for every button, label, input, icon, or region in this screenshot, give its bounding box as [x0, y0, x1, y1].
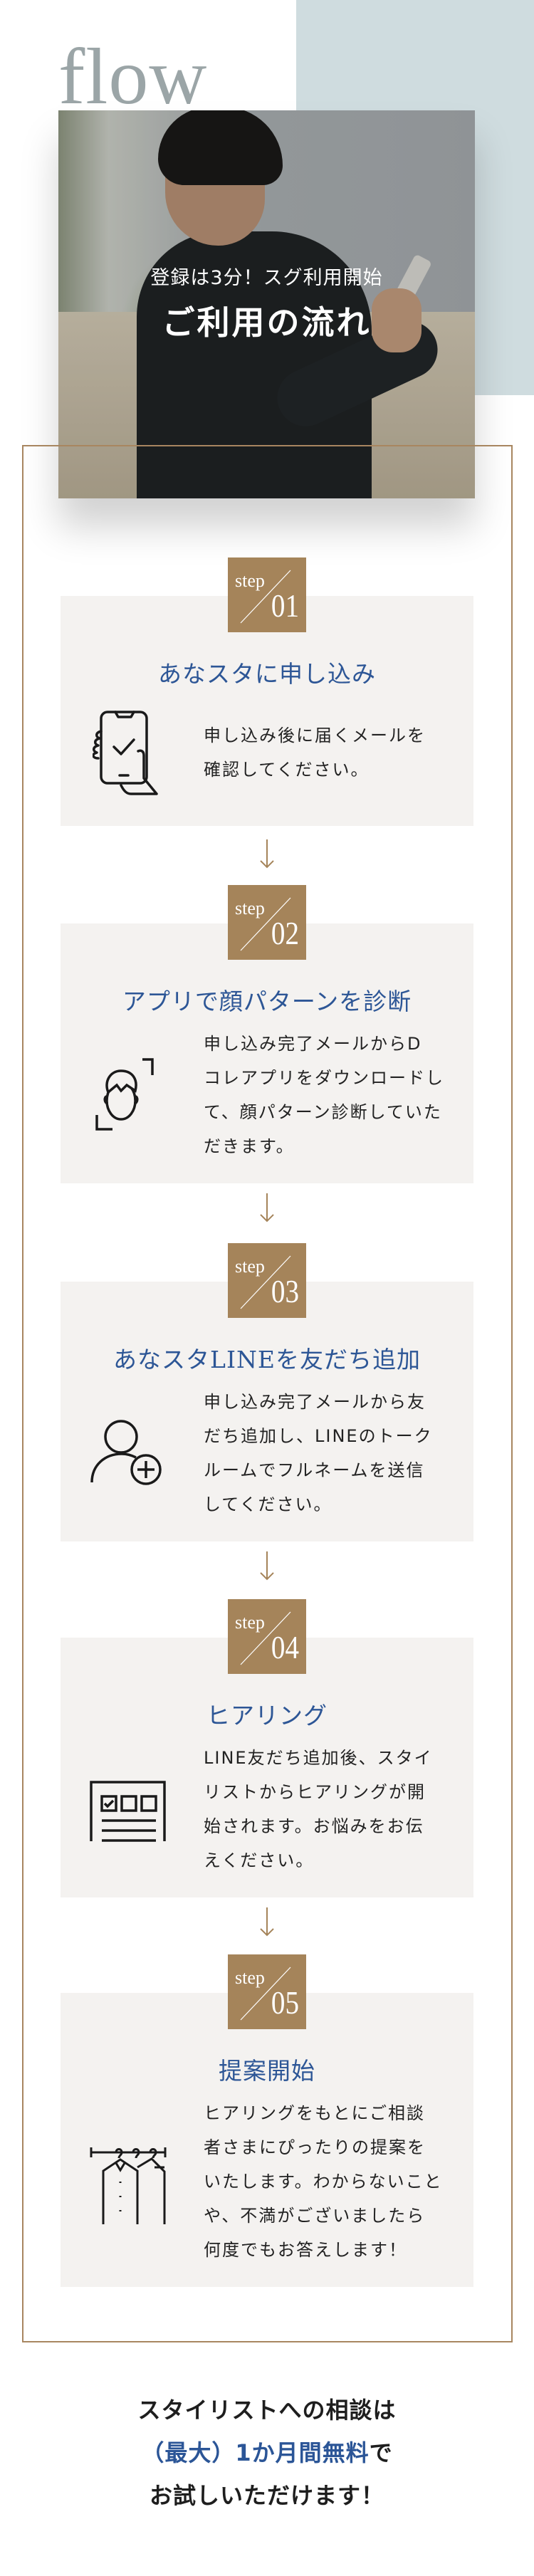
- step-card-03: あなスタLINEを友だち追加 申し込み完了メールから友だち追加し、LINEのトー…: [61, 1282, 473, 1541]
- step-description: 申し込み後に届くメールを確認してください。: [204, 718, 426, 787]
- description-line: リストからヒアリングが開: [204, 1782, 426, 1802]
- step-card-02: アプリで顔パターンを診断 申し込み完了メールからD コレアプリをダウンロードして、…: [61, 923, 473, 1183]
- step-label: step: [235, 1967, 265, 1988]
- divider-slash-icon: [240, 1255, 291, 1309]
- smartphone-check-icon: [89, 710, 167, 795]
- step-title: あなスタLINEを友だち追加: [113, 1346, 421, 1373]
- step-body: 申し込み後に届くメールを確認してください。: [61, 699, 473, 806]
- step-title: あなスタに申し込み: [158, 660, 376, 688]
- step-body: ヒアリングをもとにご相談者さまにぴったりの提案をいたします。わからないことや、不…: [61, 2096, 473, 2267]
- description-line: ルームでフルネームを送信: [204, 1460, 425, 1480]
- cta-line-2-rest: で: [369, 2439, 393, 2466]
- flow-frame: [22, 445, 513, 2342]
- step-title: ヒアリング: [206, 1702, 328, 1729]
- step-badge: step 04: [228, 1599, 306, 1674]
- description-line: コレアプリをダウンロードし: [204, 1068, 444, 1088]
- description-line: 申し込み完了メールからD: [204, 1034, 422, 1054]
- arrow-down-icon: [258, 1551, 276, 1581]
- description-line: 申し込み完了メールから友: [204, 1392, 426, 1412]
- step-title: 提案開始: [219, 2057, 315, 2085]
- arrow-down-icon: [258, 1907, 276, 1937]
- step-number: 04: [271, 1629, 299, 1665]
- step-description: ヒアリングをもとにご相談者さまにぴったりの提案をいたします。わからないことや、不…: [204, 2096, 443, 2267]
- description-line: 申し込み後に届くメールを: [204, 726, 426, 745]
- step-number: 05: [271, 1984, 299, 2021]
- divider-slash-icon: [240, 897, 291, 951]
- description-line: だきます。: [204, 1136, 295, 1156]
- step-card-04: ヒアリング LINE友だち追加後、スタイリストからヒアリングが開始されます。お悩…: [61, 1638, 473, 1897]
- step-body: LINE友だち追加後、スタイリストからヒアリングが開始されます。お悩みをお伝えく…: [61, 1741, 473, 1878]
- step-badge: step 02: [228, 885, 306, 960]
- description-line: LINE友だち追加後、スタイ: [204, 1748, 433, 1768]
- step-label: step: [235, 898, 265, 918]
- description-line: 何度でもお答えします！: [204, 2240, 407, 2260]
- step-body: 申し込み完了メールからD コレアプリをダウンロードして、顔パターン診断していただき…: [61, 1027, 473, 1163]
- arrow-down-icon: [258, 1193, 276, 1222]
- cta-free-trial-highlight: （最大）1か月間無料: [141, 2439, 370, 2466]
- step-number: 02: [271, 915, 299, 951]
- description-line: だち追加し、LINEのトーク: [204, 1426, 433, 1446]
- user-add-icon: [89, 1414, 167, 1492]
- face-scan-icon: [89, 1052, 167, 1138]
- questionnaire-form-icon: [89, 1774, 167, 1845]
- section-label: flow: [58, 33, 208, 121]
- description-line: してください。: [204, 1494, 333, 1514]
- step-badge: step 03: [228, 1243, 306, 1318]
- cta-line-3: お試しいただけます！: [149, 2482, 384, 2509]
- hero-image: 登録は3分！スグ利用開始 ご利用の流れ: [58, 110, 475, 498]
- step-description: LINE友だち追加後、スタイリストからヒアリングが開始されます。お悩みをお伝えく…: [204, 1741, 433, 1878]
- step-description: 申し込み完了メールから友だち追加し、LINEのトークルームでフルネームを送信して…: [204, 1385, 433, 1522]
- step-number: 03: [271, 1273, 299, 1309]
- description-line: て、顔パターン診断していた: [204, 1102, 442, 1122]
- step-title: アプリで顔パターンを診断: [122, 988, 412, 1015]
- divider-slash-icon: [240, 1967, 291, 2021]
- cta-message: スタイリストへの相談は （最大）1か月間無料で お試しいただけます！: [0, 2389, 534, 2517]
- step-body: 申し込み完了メールから友だち追加し、LINEのトークルームでフルネームを送信して…: [61, 1385, 473, 1522]
- step-card-01: あなスタに申し込み 申し込み後に届くメールを確認してください。: [61, 596, 473, 826]
- description-line: や、不満がございましたら: [204, 2206, 426, 2226]
- clothes-rack-icon: [89, 2139, 167, 2224]
- step-label: step: [235, 1612, 265, 1633]
- hero-subtitle: 登録は3分！スグ利用開始: [150, 267, 383, 289]
- step-badge: step 05: [228, 1954, 306, 2029]
- cta-line-1: スタイリストへの相談は: [137, 2397, 397, 2424]
- arrow-down-icon: [258, 839, 276, 869]
- step-badge: step 01: [228, 557, 306, 632]
- description-line: 確認してください。: [204, 760, 370, 780]
- divider-slash-icon: [240, 1611, 291, 1665]
- cta-line-2: （最大）1か月間無料で: [0, 2431, 534, 2474]
- step-label: step: [235, 1256, 265, 1277]
- description-line: いたします。わからないこと: [204, 2172, 443, 2192]
- description-line: ヒアリングをもとにご相談: [204, 2103, 426, 2123]
- description-line: えください。: [204, 1850, 315, 1870]
- page-title: ご利用の流れ: [162, 303, 372, 342]
- step-card-05: 提案開始 ヒアリングをもとにご相談者さまにぴったりの提案をいたします。わからない…: [61, 1993, 473, 2287]
- divider-slash-icon: [240, 570, 291, 624]
- step-number: 01: [271, 587, 299, 624]
- step-label: step: [235, 570, 265, 591]
- step-description: 申し込み完了メールからD コレアプリをダウンロードして、顔パターン診断していただき…: [204, 1027, 444, 1163]
- description-line: 者さまにぴったりの提案を: [204, 2137, 426, 2157]
- description-line: 始されます。お悩みをお伝: [204, 1816, 424, 1836]
